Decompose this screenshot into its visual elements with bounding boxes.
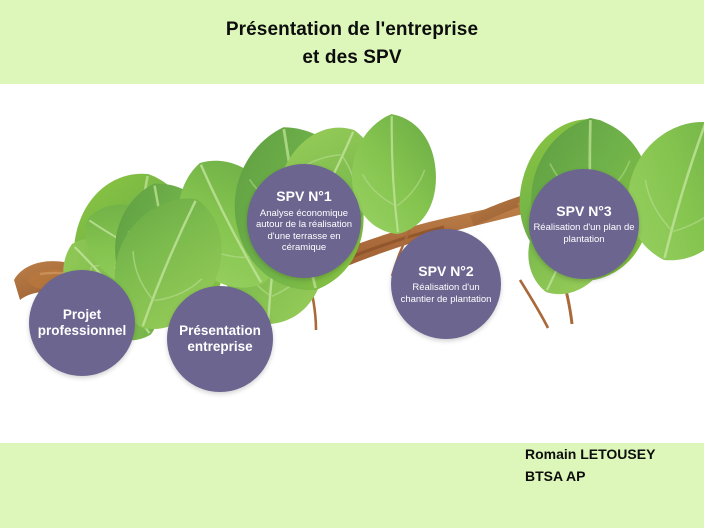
page-title: Présentation de l'entreprise et des SPV bbox=[225, 19, 479, 68]
bottom-green-band bbox=[0, 443, 704, 528]
node-presentation-entreprise[interactable]: Présentation entreprise bbox=[167, 286, 273, 392]
author-footer: Romain LETOUSEY BTSA AP bbox=[525, 446, 656, 484]
node-description: Analyse économique autour de la réalisat… bbox=[255, 207, 353, 254]
node-spv-2[interactable]: SPV N°2 Réalisation d'un chantier de pla… bbox=[391, 229, 501, 339]
node-spv-1[interactable]: SPV N°1 Analyse économique autour de la … bbox=[247, 164, 361, 278]
node-title: SPV N°2 bbox=[418, 262, 474, 279]
node-title: SPV N°1 bbox=[276, 187, 332, 204]
node-title: SPV N°3 bbox=[556, 202, 612, 219]
node-description: Réalisation d'un chantier de plantation bbox=[400, 282, 492, 305]
node-title: Présentation entreprise bbox=[179, 322, 261, 354]
node-spv-3[interactable]: SPV N°3 Réalisation d'un plan de plantat… bbox=[529, 169, 639, 279]
node-title: Projet professionnel bbox=[37, 306, 127, 338]
node-projet-professionnel[interactable]: Projet professionnel bbox=[29, 270, 135, 376]
node-description: Réalisation d'un plan de plantation bbox=[533, 222, 635, 245]
top-green-band bbox=[0, 0, 704, 84]
